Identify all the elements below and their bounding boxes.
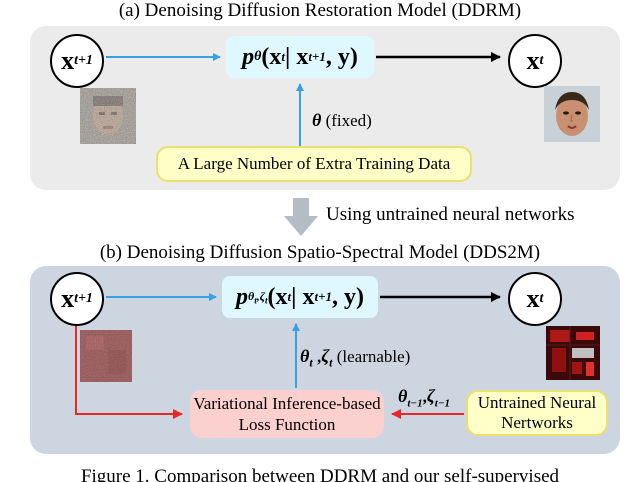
noisy-hsi-thumbnail xyxy=(80,330,132,382)
zeta-symbol: ζ xyxy=(321,346,330,366)
loss-line2: Loss Function xyxy=(238,415,336,434)
noisy-face-thumbnail xyxy=(80,88,136,144)
clean-hsi-thumbnail xyxy=(546,326,600,380)
panel-b-title: (b) Denoising Diffusion Spatio-Spectral … xyxy=(99,242,541,263)
model-args-sub: t xyxy=(281,49,286,64)
node-sub: t+1 xyxy=(74,291,93,306)
net-line1: Untrained Neural xyxy=(477,393,597,412)
model-cond-sub: t+1 xyxy=(308,49,326,64)
loss-function-box: Variational Inference-based Loss Functio… xyxy=(190,390,384,438)
zeta-sub: t−1 xyxy=(434,397,450,410)
zeta-sub: t xyxy=(329,355,333,370)
node-sub: t+1 xyxy=(74,53,93,68)
theta-symbol: θ xyxy=(312,110,322,130)
caption-fragment: Figure 1. Comparison between DDRM and ou… xyxy=(80,466,560,482)
untrained-networks-box: Untrained Neural Nertworks xyxy=(466,390,608,436)
model-args: (x xyxy=(267,283,288,310)
training-data-box: A Large Number of Extra Training Data xyxy=(156,146,472,182)
down-arrow-icon xyxy=(284,198,318,236)
model-cond-sub: t+1 xyxy=(314,289,332,304)
model-p-sub-sub1: t xyxy=(254,295,257,306)
model-p-sub-sub2: t xyxy=(265,295,268,306)
model-p-sub: θ xyxy=(254,49,262,64)
model-tail: , y) xyxy=(332,283,364,310)
loss-line1: Variational Inference-based xyxy=(193,394,381,413)
model-tail: , y) xyxy=(325,43,358,70)
theta-symbol: θ xyxy=(300,346,310,366)
node-sub: t xyxy=(539,53,544,68)
model-cond: | x xyxy=(291,283,315,310)
learnable-label: θt ,ζt (learnable) xyxy=(300,346,410,370)
prev-params-label: θt−1,ζt−1 xyxy=(398,386,450,409)
theta-sub: t−1 xyxy=(407,397,423,410)
zeta-symbol: ζ xyxy=(426,386,435,406)
clean-face-thumbnail xyxy=(544,86,600,142)
panel-a-title: (a) Denoising Diffusion Restoration Mode… xyxy=(118,0,522,21)
node-base: x xyxy=(61,284,75,313)
transition-text: Using untrained neural networks xyxy=(326,204,575,225)
theta-text: (fixed) xyxy=(321,111,372,130)
sep: , xyxy=(312,347,322,366)
node-base: x xyxy=(526,46,540,75)
model-args-sub: t xyxy=(287,289,292,304)
model-args: (x xyxy=(261,43,282,70)
learnable-text: (learnable) xyxy=(332,347,411,366)
node-base: x xyxy=(526,284,540,313)
model-p: p xyxy=(242,43,255,70)
node-base: x xyxy=(61,46,75,75)
model-p-sub: θ xyxy=(247,288,255,303)
arrow-red-in-b xyxy=(75,326,183,419)
net-line2: Nertworks xyxy=(501,413,573,432)
theta-sub: t xyxy=(309,355,313,370)
theta-fixed-label: θ (fixed) xyxy=(312,110,372,131)
model-cond: | x xyxy=(285,43,309,70)
sep: , xyxy=(422,387,427,406)
node-sub: t xyxy=(539,291,544,306)
theta-symbol: θ xyxy=(398,386,408,406)
model-p-sub2: ,ζ xyxy=(256,288,266,303)
model-p: p xyxy=(235,283,248,310)
